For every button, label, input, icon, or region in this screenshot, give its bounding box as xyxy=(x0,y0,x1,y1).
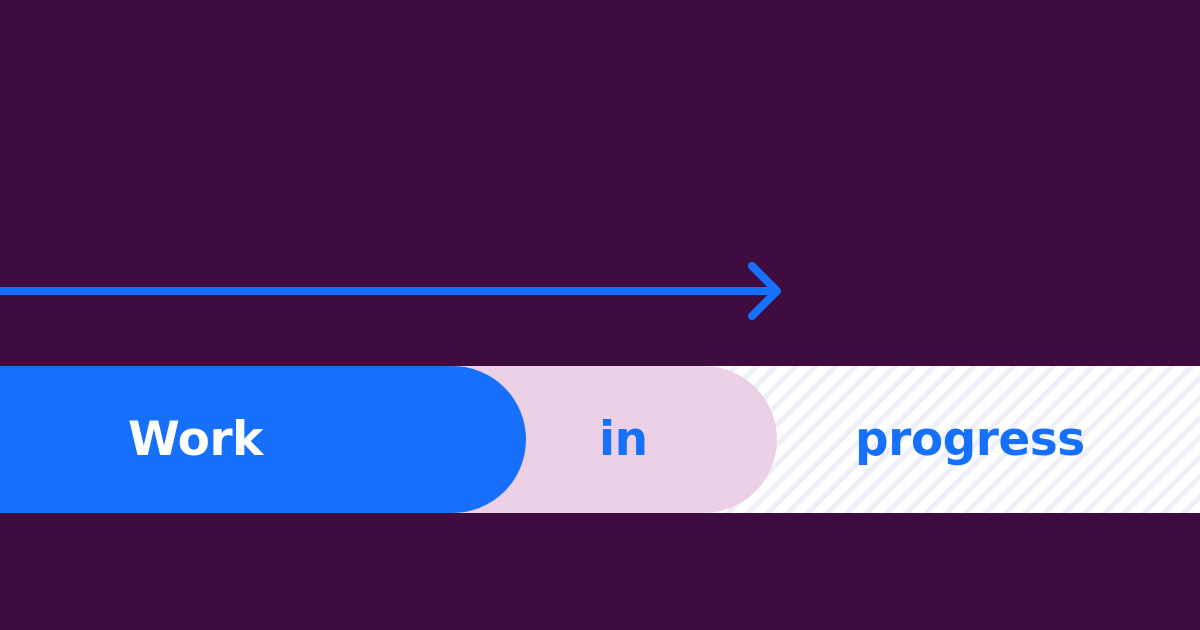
label-progress: progress xyxy=(855,412,1085,467)
segment-work xyxy=(0,366,526,513)
label-in: in xyxy=(599,412,648,467)
label-work: Work xyxy=(128,412,263,467)
arrow-right-icon xyxy=(0,258,790,324)
progress-bar: Work in progress xyxy=(0,366,1200,513)
